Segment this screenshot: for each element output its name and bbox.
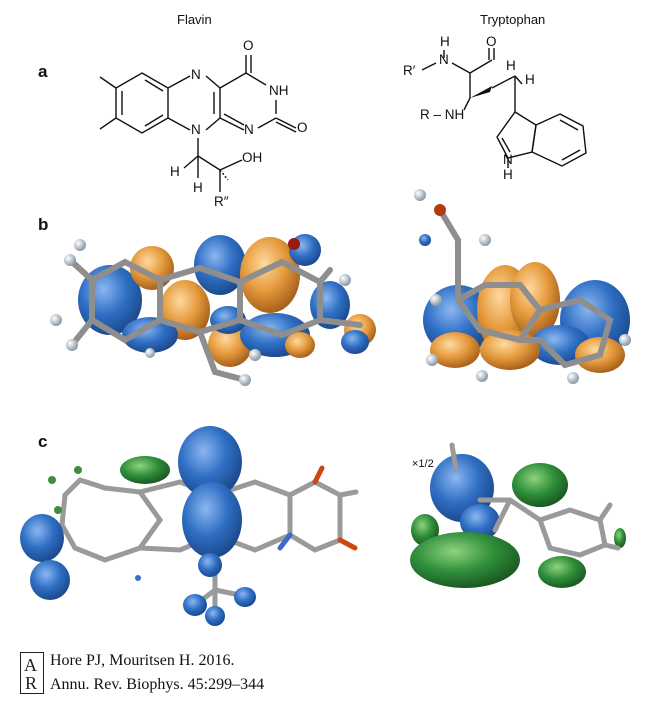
tryptophan-spin-density: [410, 442, 626, 588]
flavin-spin-density: [20, 426, 359, 626]
trp-atom-r1: R′: [403, 63, 416, 78]
flavin-atom-n-bottom-left: N: [191, 122, 201, 137]
tryptophan-structure: [421, 48, 587, 168]
panel-label-b: b: [38, 215, 49, 234]
tryptophan-header: Tryptophan: [480, 12, 546, 27]
flavin-atom-n-top: N: [191, 67, 201, 82]
trp-atom-n-amide: N: [439, 52, 449, 67]
scale-note: ×1/2: [412, 458, 434, 470]
trp-atom-n-indole: N: [503, 152, 513, 167]
flavin-atom-r2: R″: [214, 194, 229, 209]
flavin-atom-n-bottom-right: N: [244, 122, 254, 137]
citation-line-1: Hore PJ, Mouritsen H. 2016.: [50, 652, 235, 669]
flavin-atom-o-top: O: [243, 38, 254, 53]
flavin-header: Flavin: [177, 12, 212, 27]
trp-atom-o: O: [486, 34, 497, 49]
annual-reviews-logo-mark: A R: [24, 655, 37, 693]
flavin-atom-h2: H: [193, 180, 203, 195]
trp-atom-h-indole: H: [503, 167, 513, 182]
flavin-atom-h1: H: [170, 164, 180, 179]
citation-line-2: Annu. Rev. Biophys. 45:299–344: [50, 676, 265, 693]
trp-atom-r-nh: R – NH: [420, 107, 465, 122]
trp-atom-h-top: H: [440, 34, 450, 49]
annual-reviews-logo: A R: [20, 652, 44, 694]
svg-text:R: R: [25, 673, 37, 693]
panel-label-a: a: [38, 62, 48, 81]
flavin-atom-nh: NH: [269, 83, 289, 98]
panel-label-c: c: [38, 432, 48, 451]
flavin-orbital: [50, 234, 376, 386]
trp-atom-h-side: H: [506, 58, 516, 73]
flavin-atom-o-right: O: [297, 120, 308, 135]
svg-text:A: A: [24, 655, 37, 675]
flavin-atom-oh: OH: [242, 150, 263, 165]
trp-atom-h-ring: H: [525, 72, 535, 87]
tryptophan-orbital: [414, 189, 631, 384]
flavin-structure: [99, 55, 297, 192]
